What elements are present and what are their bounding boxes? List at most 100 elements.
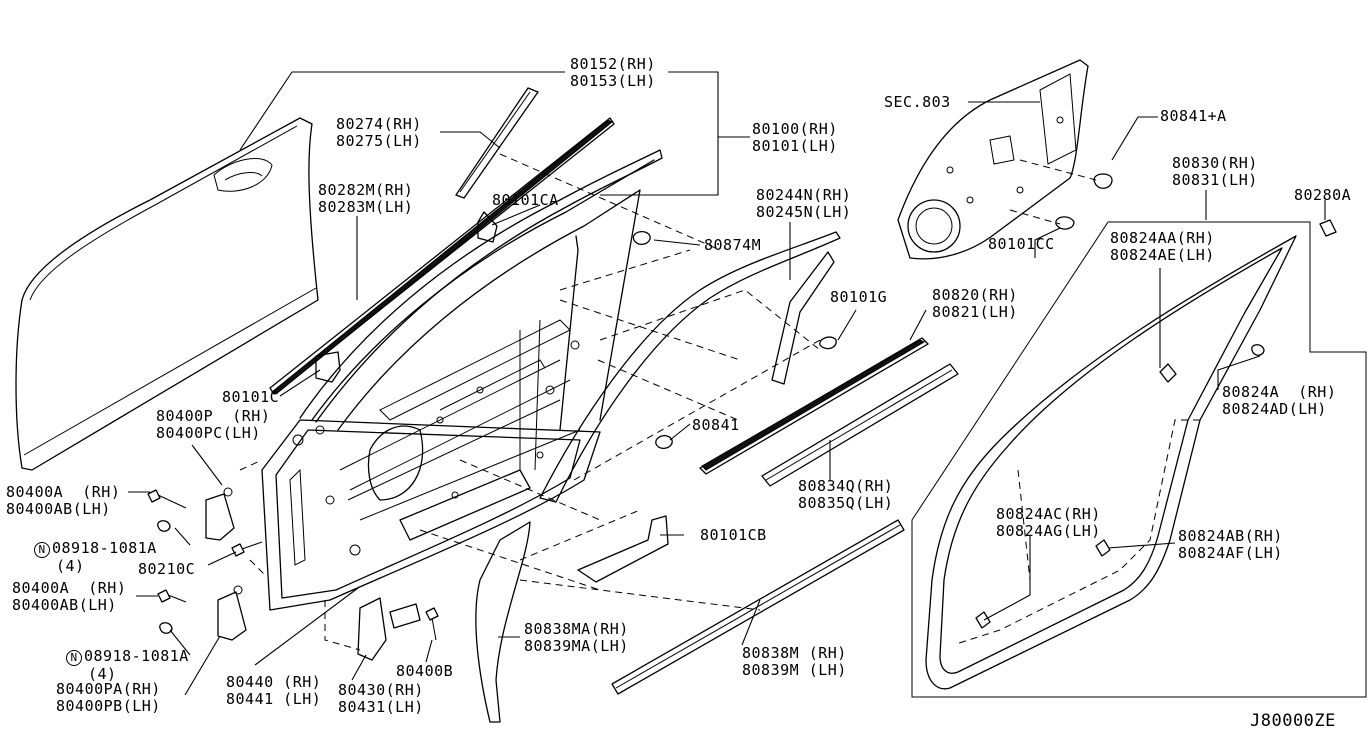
clip-80824aa bbox=[1159, 363, 1177, 383]
clip-80824a bbox=[1251, 344, 1265, 356]
label-80838m: 80838M (RH)80839M (LH) bbox=[742, 645, 847, 679]
label-line: 80101C bbox=[222, 388, 280, 406]
label-line: 80841+A bbox=[1160, 107, 1227, 125]
label-line: 80824A (RH) bbox=[1222, 383, 1337, 401]
label-line: 80824AF(LH) bbox=[1178, 544, 1283, 562]
label-80400pa: 80400PA(RH)80400PB(LH) bbox=[56, 681, 161, 715]
plug-80101g bbox=[819, 336, 837, 350]
label-line: 80400PC(LH) bbox=[156, 424, 261, 442]
label-80400b: 80400B bbox=[396, 663, 453, 680]
label-line: 80824AB(RH) bbox=[1178, 527, 1283, 545]
label-line: 80835Q(LH) bbox=[798, 494, 894, 512]
label-80100: 80100(RH)80101(LH) bbox=[752, 121, 838, 155]
inner-weatherstrip-fill bbox=[701, 339, 926, 471]
label-line: 80400AB(LH) bbox=[12, 596, 117, 614]
label-80101g: 80101G bbox=[830, 289, 887, 306]
label-line: 80283M(LH) bbox=[318, 198, 414, 216]
label-line: 80440 (RH) bbox=[226, 673, 322, 691]
door-check-arm bbox=[389, 603, 421, 629]
label-line: 80400A (RH) bbox=[6, 483, 121, 501]
label-line: 80834Q(RH) bbox=[798, 477, 894, 495]
label-80874m: 80874M bbox=[704, 237, 761, 254]
grommet-80874m bbox=[632, 230, 651, 246]
label-80830: 80830(RH)80831(LH) bbox=[1172, 155, 1258, 189]
label-line: 80274(RH) bbox=[336, 115, 422, 133]
pad-80101ca bbox=[477, 211, 498, 243]
lower-hinge bbox=[217, 585, 247, 641]
label-80430: 80430(RH)80431(LH) bbox=[338, 682, 424, 716]
label-80841a: 80841+A bbox=[1160, 108, 1227, 125]
clip-80824ac bbox=[975, 611, 991, 629]
label-line: 80210C bbox=[138, 560, 196, 578]
bolts bbox=[147, 489, 439, 641]
label-line: 80244N(RH) bbox=[756, 186, 852, 204]
label-80274: 80274(RH)80275(LH) bbox=[336, 116, 422, 150]
label-80101cb: 80101CB bbox=[700, 527, 767, 544]
label-line: 80831(LH) bbox=[1172, 171, 1258, 189]
label-80244n: 80244N(RH)80245N(LH) bbox=[756, 187, 851, 221]
hole-seal-80841 bbox=[655, 434, 673, 450]
label-line: 80820(RH) bbox=[932, 286, 1018, 304]
label-line: 80824AE(LH) bbox=[1110, 246, 1215, 264]
label-80841: 80841 bbox=[692, 417, 740, 434]
label-line: 80101CB bbox=[700, 526, 767, 544]
label-line: 80153(LH) bbox=[570, 72, 656, 90]
lower-seal-line bbox=[615, 524, 901, 689]
door-outer-panel bbox=[15, 117, 319, 471]
label-line: 80400AB(LH) bbox=[6, 500, 111, 518]
label-line: 80101CC bbox=[988, 235, 1055, 253]
label-line: 80400PA(RH) bbox=[56, 680, 161, 698]
label-line: 80400B bbox=[396, 662, 454, 680]
sash-finisher-line bbox=[459, 91, 531, 193]
label-80824aa: 80824AA(RH)80824AE(LH) bbox=[1110, 230, 1215, 264]
label-80101c: 80101C bbox=[222, 389, 279, 406]
label-80838ma: 80838MA(RH)80839MA(LH) bbox=[524, 621, 629, 655]
label-80824ab: 80824AB(RH)80824AF(LH) bbox=[1178, 528, 1283, 562]
label-line: 80824AC(RH) bbox=[996, 505, 1101, 523]
label-line: 80400PB(LH) bbox=[56, 697, 161, 715]
label-80824ac: 80824AC(RH)80824AG(LH) bbox=[996, 506, 1101, 540]
label-80820: 80820(RH)80821(LH) bbox=[932, 287, 1018, 321]
label-line: 80152(RH) bbox=[570, 55, 656, 73]
label-80834q: 80834Q(RH)80835Q(LH) bbox=[798, 478, 893, 512]
detail-frame bbox=[911, 221, 1367, 698]
label-line: 80841 bbox=[692, 416, 740, 434]
label-80210c: 80210C bbox=[138, 561, 195, 578]
label-line: 80821(LH) bbox=[932, 303, 1018, 321]
label-80280a: 80280A bbox=[1294, 187, 1351, 204]
label-line: 80280A bbox=[1294, 186, 1352, 204]
label-line: 80441 (LH) bbox=[226, 690, 322, 708]
outer-belt-molding-fill bbox=[271, 119, 613, 395]
outer-weatherstrip-line bbox=[765, 369, 953, 481]
front-sash-molding bbox=[539, 231, 841, 503]
pad-80101c bbox=[315, 351, 341, 383]
block-80101cb bbox=[577, 515, 669, 583]
door-weatherstrip-detail bbox=[925, 235, 1297, 690]
label-text: 08918-1081A bbox=[52, 539, 157, 557]
sash-finisher bbox=[455, 87, 539, 199]
label-line: 80839M (LH) bbox=[742, 661, 847, 679]
label-line: 80101(LH) bbox=[752, 137, 838, 155]
label-80282m: 80282M(RH)80283M(LH) bbox=[318, 182, 413, 216]
label-line: 80245N(LH) bbox=[756, 203, 852, 221]
label-line: 80100(RH) bbox=[752, 120, 838, 138]
door-check bbox=[357, 597, 387, 661]
label-80152: 80152(RH)80153(LH) bbox=[570, 56, 656, 90]
upper-hinge bbox=[205, 487, 235, 541]
label-line: 80101CA bbox=[492, 191, 559, 209]
label-line: 80282M(RH) bbox=[318, 181, 414, 199]
label-text: 08918-1081A bbox=[84, 647, 189, 665]
label-line: (4) bbox=[56, 557, 85, 575]
label-80400a-upper: 80400A (RH)80400AB(LH) bbox=[6, 484, 120, 518]
label-line: 80400P (RH) bbox=[156, 407, 271, 425]
figure-id: J80000ZE bbox=[1250, 711, 1336, 731]
door-frame-assembly bbox=[261, 149, 663, 611]
leader-lines bbox=[128, 71, 1326, 696]
label-line: 80874M bbox=[704, 236, 762, 254]
label-line: 80839MA(LH) bbox=[524, 637, 629, 655]
